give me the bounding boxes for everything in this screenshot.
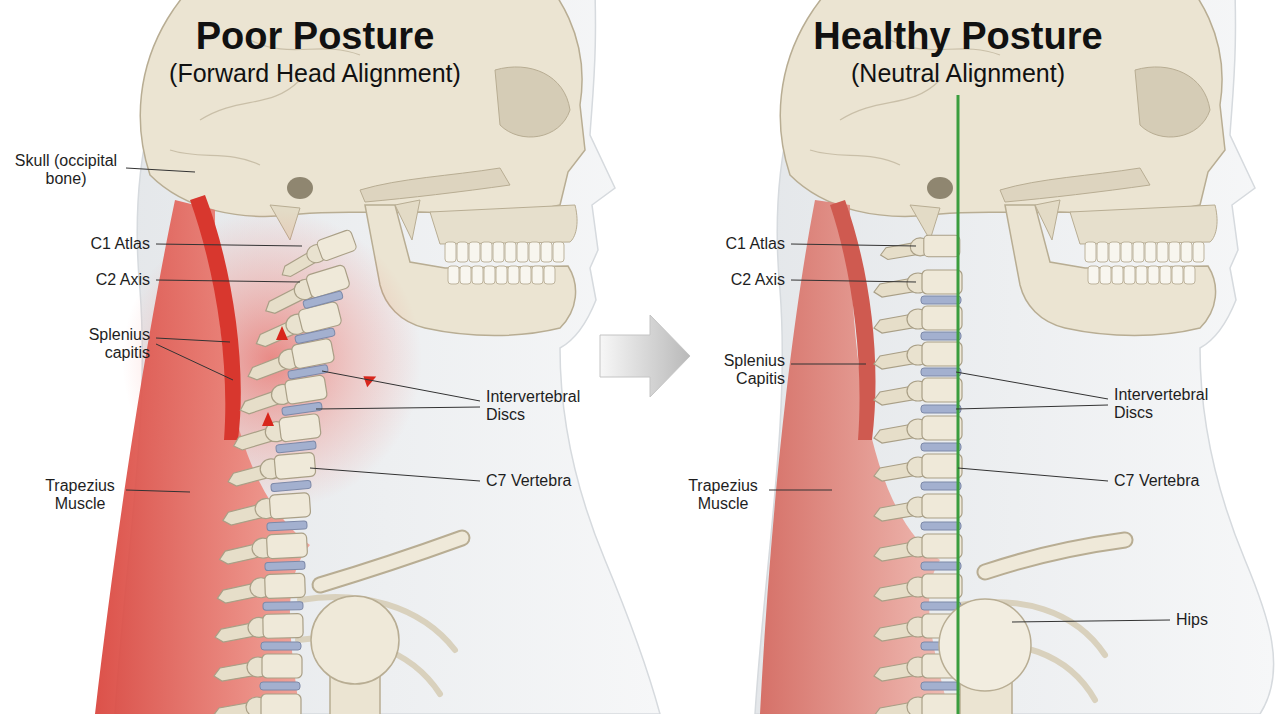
alignment-line xyxy=(957,95,960,714)
vertebra xyxy=(215,614,303,643)
splenius-muscle xyxy=(190,195,241,440)
leader-line xyxy=(322,371,480,401)
splenius-muscle xyxy=(830,200,876,440)
anatomy-label: C2 Axis xyxy=(30,271,150,289)
anatomy-label: Intervertebral Discs xyxy=(1114,386,1224,422)
leader-line xyxy=(958,468,1108,481)
disc xyxy=(260,682,300,690)
vertebra xyxy=(874,494,962,521)
posture-panel: Poor Posture(Forward Head Alignment) xyxy=(0,0,600,714)
anatomy-label: Skull (occipital bone) xyxy=(10,152,122,188)
leader-line xyxy=(956,372,1108,399)
disc xyxy=(921,443,961,451)
leader-line xyxy=(769,490,832,491)
disc xyxy=(921,602,961,610)
clavicle-outline xyxy=(985,540,1125,572)
disc xyxy=(288,364,329,379)
disc xyxy=(267,521,307,531)
vertebra xyxy=(881,235,960,259)
disc xyxy=(263,602,303,611)
disc xyxy=(261,642,301,650)
clavicle xyxy=(320,538,462,585)
vertebra xyxy=(874,378,962,405)
clavicle xyxy=(985,540,1125,572)
leader-line xyxy=(126,168,195,172)
humerus-head xyxy=(311,596,399,684)
strain-arrows xyxy=(262,326,376,426)
anatomy-label: Splenius Capitis xyxy=(713,352,785,388)
vertebra xyxy=(244,338,336,381)
anatomy-label: Trapezius Muscle xyxy=(40,477,120,513)
disc xyxy=(921,522,961,530)
disc xyxy=(271,480,312,491)
anatomy-label: C1 Atlas xyxy=(665,235,785,253)
anatomy-label: C1 Atlas xyxy=(30,235,150,253)
disc xyxy=(276,441,317,453)
leader-line xyxy=(791,244,916,246)
vertebra xyxy=(874,574,962,601)
anatomy-label: C7 Vertebra xyxy=(1114,472,1224,490)
vertebra xyxy=(237,375,328,415)
vertebra xyxy=(874,454,962,481)
vertebra xyxy=(221,492,311,525)
vertebra xyxy=(874,416,962,443)
disc xyxy=(303,291,344,309)
disc xyxy=(921,332,961,340)
leader-line xyxy=(956,405,1108,409)
anatomy-label: C7 Vertebra xyxy=(486,472,596,490)
disc xyxy=(921,562,961,570)
disc xyxy=(921,405,961,413)
vertebra xyxy=(218,533,307,565)
anatomy-label: Trapezius Muscle xyxy=(683,477,763,513)
anatomy-label: C2 Axis xyxy=(665,271,785,289)
panel-heading: Poor Posture xyxy=(45,14,585,58)
leader-line xyxy=(791,280,916,282)
leader-line xyxy=(126,490,190,492)
leader-line xyxy=(156,344,233,380)
anatomy-label: Hips xyxy=(1176,611,1236,629)
panel-heading: Healthy Posture xyxy=(688,14,1228,58)
disc xyxy=(265,561,305,570)
ribs xyxy=(298,597,1105,700)
strain-arrow xyxy=(276,326,288,340)
vertebra xyxy=(217,573,306,603)
disc xyxy=(295,328,336,344)
vertebra xyxy=(874,270,962,297)
disc xyxy=(921,482,961,490)
strain-arrow xyxy=(262,412,274,426)
disc xyxy=(921,296,961,304)
leader-line xyxy=(316,407,480,409)
humerus-head xyxy=(939,599,1031,691)
leader-line xyxy=(156,244,302,246)
posture-panel: Healthy Posture(Neutral Alignment) xyxy=(690,0,1280,714)
panel-subheading: (Neutral Alignment) xyxy=(688,58,1228,88)
leader-lines xyxy=(126,168,1170,622)
vertebra xyxy=(874,534,962,561)
disc xyxy=(921,682,961,690)
leader-line xyxy=(156,338,230,342)
leader-line xyxy=(310,468,480,481)
vertebra xyxy=(874,342,962,369)
panel-subheading: (Forward Head Alignment) xyxy=(45,58,585,88)
disc xyxy=(921,368,961,376)
anatomy-label: Splenius capitis xyxy=(78,326,150,362)
leader-line xyxy=(791,364,866,365)
vertebra xyxy=(874,306,962,333)
vertebra xyxy=(874,694,962,714)
anatomy-label: Intervertebral Discs xyxy=(486,388,596,424)
leader-line xyxy=(156,280,300,282)
clavicle-outline xyxy=(320,538,462,585)
vertebra xyxy=(214,654,302,681)
transition-arrow xyxy=(600,315,690,397)
leader-line xyxy=(1012,620,1170,622)
vertebra xyxy=(213,694,301,714)
